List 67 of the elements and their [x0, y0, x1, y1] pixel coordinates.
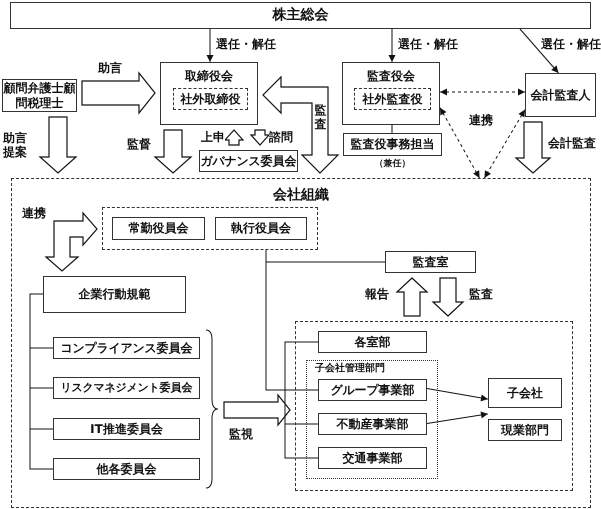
block-arrow: [38, 116, 78, 174]
arrow: [440, 107, 480, 178]
edge-label: 助言: [98, 62, 122, 76]
group-frame: [306, 360, 438, 479]
arrow: [206, 28, 214, 62]
block-arrow: [81, 71, 156, 115]
org-box: 他各委員会: [53, 458, 200, 480]
arrow: [440, 88, 526, 96]
block-arrow: [431, 277, 465, 317]
group-frame: [102, 207, 318, 250]
box-heading: 取締役会: [184, 69, 234, 84]
group-frame: [160, 62, 258, 125]
bent-block-arrow: [44, 211, 98, 272]
edge-label: 監督: [127, 138, 151, 152]
edge-label: 選任・解任: [216, 38, 276, 52]
org-box: 子会社: [488, 378, 562, 408]
org-box: 会計監査人: [525, 73, 596, 117]
org-box: 監査役事務担当: [343, 133, 442, 156]
org-box: 企業行動規範: [43, 276, 186, 313]
org-box: 監査室: [385, 251, 476, 273]
box-heading: 会社組織: [272, 187, 330, 204]
edge-label: 選任・解任: [398, 38, 458, 52]
block-arrow: [514, 121, 552, 174]
edge-label: 連携: [22, 207, 46, 221]
edge-label: 助言提案: [2, 132, 28, 160]
note-text: （兼任）: [374, 159, 412, 170]
arrow: [484, 109, 526, 178]
org-box: 各室部: [318, 331, 427, 353]
org-box: 現業部門: [488, 419, 562, 441]
org-box: 常勤役員会: [112, 217, 205, 240]
org-box: 社外取締役: [173, 88, 248, 110]
org-box: グループ事業部: [318, 379, 427, 401]
org-box: 交通事業部: [318, 447, 427, 469]
org-box: 社外監査役: [354, 88, 431, 110]
edge-label: 監視: [229, 428, 253, 442]
edge-label: 監査: [314, 104, 327, 132]
org-box: ガバナンス委員会: [199, 150, 298, 172]
arrow: [426, 388, 488, 402]
org-box: リスクマネジメント委員会: [53, 377, 200, 399]
block-arrow: [224, 129, 244, 146]
edge-label: 報告: [365, 288, 389, 302]
org-box: IT推進委員会: [53, 418, 200, 440]
block-arrow: [153, 129, 193, 174]
group-frame: [295, 321, 573, 491]
arrow: [426, 411, 488, 424]
connector-line: [266, 250, 318, 390]
edge-label: 会計監査: [548, 137, 596, 151]
org-box: 株主総会: [10, 2, 591, 29]
group-frame: [342, 62, 440, 125]
box-heading: 監査役会: [366, 69, 416, 84]
group-frame: [11, 178, 591, 508]
edge-label: 諮問: [269, 131, 293, 145]
org-box: 顧問弁護士顧問税理士: [2, 79, 77, 112]
connector-line: [30, 294, 54, 470]
org-box: コンプライアンス委員会: [53, 337, 200, 359]
edge-label: 監査: [469, 288, 493, 302]
arrow: [388, 28, 396, 62]
block-arrow: [250, 129, 270, 146]
org-box: 不動産事業部: [318, 413, 427, 435]
block-arrow: [223, 393, 291, 427]
arrow: [520, 28, 559, 74]
edge-label: 上申: [201, 131, 225, 145]
edge-label: 選任・解任: [541, 38, 601, 52]
block-arrow: [395, 277, 429, 317]
edge-label: 連携: [469, 114, 493, 128]
org-box: 執行役員会: [215, 217, 307, 240]
box-heading: 子会社管理部門: [315, 363, 385, 375]
